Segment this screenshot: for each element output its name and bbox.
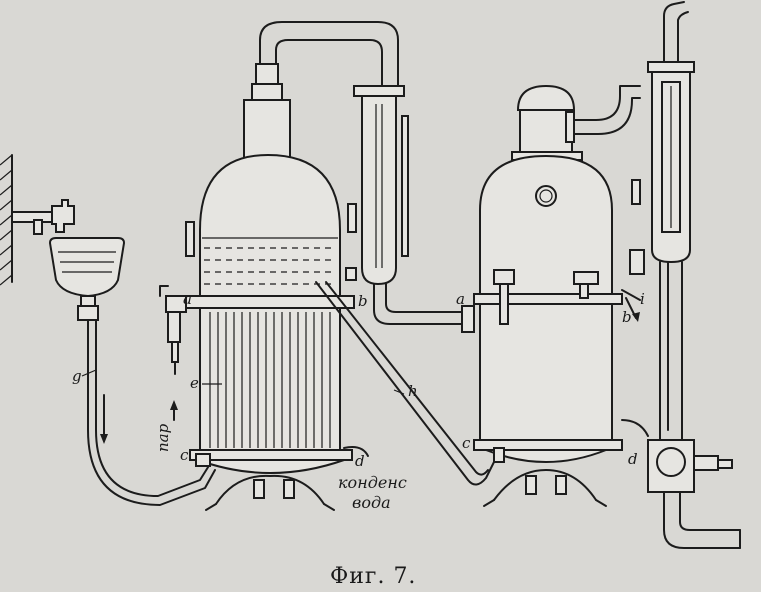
label-g-leader: [81, 369, 97, 377]
label-kondens: конденс: [338, 473, 407, 492]
label-i: i: [640, 290, 645, 308]
label-b-left: b: [358, 292, 368, 310]
wall-with-faucet: [0, 154, 75, 286]
label-d-right: d: [628, 450, 638, 468]
label-c-right: c: [462, 434, 471, 452]
label-h: h: [408, 382, 418, 400]
label-g: g: [72, 367, 82, 385]
right-still: [473, 84, 649, 507]
label-b-right: b: [622, 308, 632, 326]
condenser-tube: [315, 85, 495, 486]
label-d-left: d: [355, 452, 365, 470]
feed-funnel: [48, 237, 216, 506]
label-a-right: a: [456, 290, 465, 308]
label-par: пар: [154, 423, 172, 452]
left-still: [159, 21, 399, 511]
diagram-labels: a b c d e g h пар конденс вода a b c d i: [72, 290, 645, 512]
label-voda: вода: [352, 493, 391, 512]
figure-caption: Фиг. 7.: [330, 564, 416, 589]
label-e: e: [190, 374, 199, 392]
right-column: [565, 1, 741, 549]
label-a-left: a: [183, 290, 192, 308]
label-c-left: c: [180, 446, 189, 464]
label-h-leader: [393, 389, 405, 395]
